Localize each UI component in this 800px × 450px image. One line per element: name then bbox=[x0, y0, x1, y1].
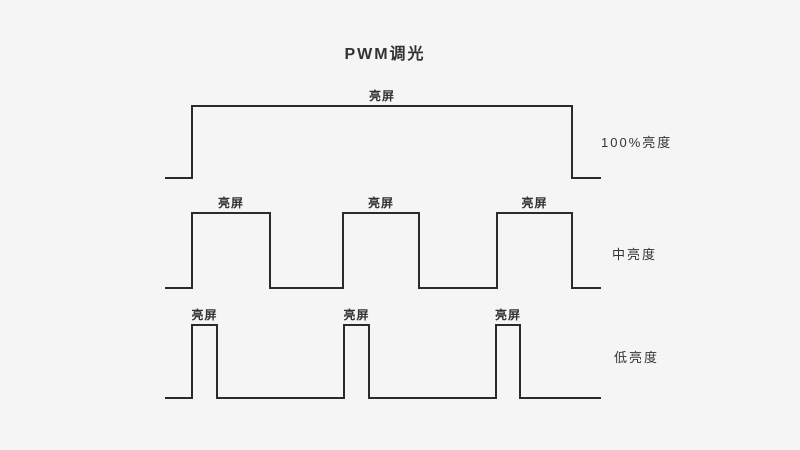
pulse-label: 亮屏 bbox=[495, 307, 521, 322]
brightness-label-low: 低亮度 bbox=[614, 350, 660, 365]
waveform-row-1: 亮屏 亮屏 亮屏 bbox=[165, 195, 601, 289]
waveform-row-2: 亮屏 亮屏 亮屏 bbox=[165, 307, 601, 399]
diagram-title: PWM调光 bbox=[344, 46, 426, 63]
pulse-label: 亮屏 bbox=[521, 195, 547, 210]
pulse-label: 亮屏 bbox=[369, 88, 395, 103]
waveform-row-0: 亮屏 bbox=[165, 88, 601, 179]
brightness-label-medium: 中亮度 bbox=[612, 247, 658, 262]
pulse-label: 亮屏 bbox=[191, 307, 217, 322]
waveform-trace bbox=[165, 212, 601, 289]
pulse-label: 亮屏 bbox=[343, 307, 369, 322]
pulse-label: 亮屏 bbox=[368, 195, 394, 210]
waveform-trace bbox=[165, 324, 601, 399]
pulse-label: 亮屏 bbox=[218, 195, 244, 210]
waveform-trace bbox=[165, 105, 601, 179]
brightness-label-100: 100%亮度 bbox=[601, 135, 673, 150]
